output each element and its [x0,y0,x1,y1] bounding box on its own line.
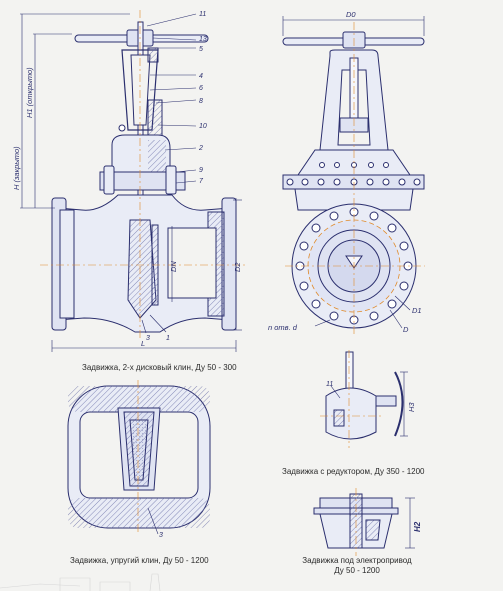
dimension-d0: D0 [346,10,356,19]
background-sketch [0,573,161,591]
main-dimension-labels: H (закрыто) H1 (открыто) DN D2 L [12,67,242,348]
dimension-bolts: n отв. d [268,323,298,332]
dimension-h2: H2 [413,521,422,532]
dimension-d: D [403,325,409,334]
dimension-l: L [141,339,145,348]
part-label: 8 [199,98,203,105]
part-label: 4 [199,73,203,80]
main-dimension-lines [20,13,242,352]
actuator-view [313,488,415,556]
caption-reducer: Задвижка с редуктором, Ду 350 - 1200 [282,467,425,476]
front-dimension-lines [282,16,425,329]
part-label: 6 [199,85,203,92]
front-view [282,22,425,335]
dimension-d2: D2 [233,262,242,272]
part-label: 11 [199,11,206,18]
elastic-wedge-section [67,380,211,535]
part-label: 13 [199,36,207,43]
part-label: 10 [199,123,207,130]
main-valve-section [40,10,245,340]
caption-actuator-line1: Задвижка под электропривод [302,556,412,565]
dimension-dn: DN [169,261,178,272]
caption-actuator: Задвижка под электропривод Ду 50 - 1200 [294,556,420,576]
part-label: 5 [199,46,203,53]
dimension-h: H (закрыто) [12,146,21,190]
part-label: 2 [198,145,203,152]
dimension-h1: H1 (открыто) [25,67,34,118]
wedge [127,219,157,319]
dimension-h3: H3 [407,402,416,412]
caption-main: Задвижка, 2-х дисковый клин, Ду 50 - 300 [82,363,237,372]
caption-actuator-line2: Ду 50 - 1200 [334,566,380,575]
part-label: 7 [199,178,204,185]
caption-elastic: Задвижка, упругий клин, Ду 50 - 1200 [70,556,209,565]
part-label: 3 [146,335,150,342]
dimension-d1: D1 [412,306,422,315]
bonnet-flange [99,171,186,191]
part-label: 3 [159,532,163,539]
part-label: 11 [326,381,333,388]
part-label: 1 [166,335,170,342]
part-label: 9 [199,167,203,174]
reducer-view [320,350,408,448]
main-part-labels: 11 13 5 4 6 8 10 2 9 7 3 1 [146,11,207,342]
front-dimension-labels: D0 D1 D n отв. d [268,10,422,334]
